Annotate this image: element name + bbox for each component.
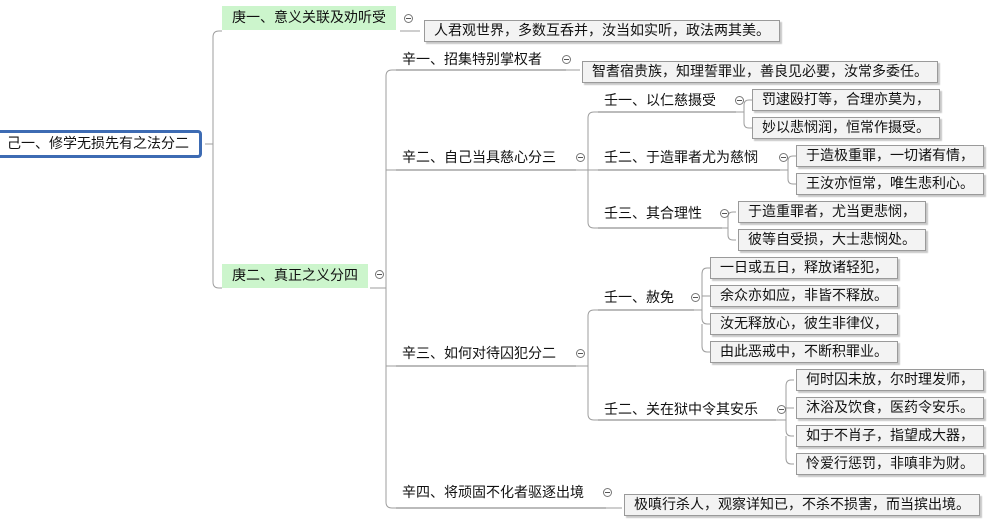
collapse-toggle-icon[interactable] — [779, 153, 788, 162]
leaf-text: 余众亦如应，非皆不释放。 — [710, 285, 898, 307]
leaf-text: 彼等自受损，大士悲悯处。 — [738, 229, 926, 251]
collapse-toggle-icon[interactable] — [777, 405, 786, 414]
collapse-toggle-icon[interactable] — [562, 55, 571, 64]
leaf-text: 于造极重罪，一切诸有情， — [796, 145, 984, 167]
collapse-toggle-icon[interactable] — [404, 14, 413, 23]
leaf-text: 汝无释放心，彼生非律仪， — [710, 313, 898, 335]
leaf-text: 罚逮殴打等，合理亦莫为， — [752, 89, 940, 111]
xin2-node[interactable]: 辛二、自己当具慈心分三 — [402, 150, 556, 166]
geng2-node[interactable]: 庚二、真正之义分四 — [222, 264, 368, 288]
xin1-node[interactable]: 辛一、招集特别掌权者 — [402, 52, 542, 68]
xin3-ren2-node[interactable]: 壬二、关在狱中令其安乐 — [604, 402, 758, 418]
leaf-text: 王汝亦恒常，唯生悲利心。 — [796, 173, 984, 195]
collapse-toggle-icon[interactable] — [603, 488, 612, 497]
xin1-text: 智耆宿贵族，知理誓罪业，善良见必要，汝常多委任。 — [582, 61, 938, 83]
leaf-text: 如于不肖子，指望成大器， — [796, 425, 984, 447]
leaf-text: 于造重罪者，尤当更悲悯， — [738, 201, 926, 223]
leaf-text: 一日或五日，释放诸轻犯， — [710, 257, 898, 279]
root-node[interactable]: 己一、修学无损先有之法分二 — [0, 130, 202, 158]
geng1-node[interactable]: 庚一、意义关联及劝听受 — [222, 6, 396, 30]
collapse-toggle-icon[interactable] — [576, 153, 585, 162]
leaf-text: 怜爱行惩罚，非嗔非为财。 — [796, 453, 984, 475]
leaf-text: 由此恶戒中，不断积罪业。 — [710, 341, 898, 363]
xin4-node[interactable]: 辛四、将顽固不化者驱逐出境 — [402, 485, 584, 501]
collapse-toggle-icon[interactable] — [576, 349, 585, 358]
leaf-text: 妙以悲悯润，恒常作摄受。 — [752, 117, 940, 139]
geng1-text: 人君观世界，多数互呑并，汝当如实听，政法两其美。 — [424, 20, 780, 42]
collapse-toggle-icon[interactable] — [375, 270, 384, 279]
collapse-toggle-icon[interactable] — [735, 96, 744, 105]
collapse-toggle-icon[interactable] — [691, 293, 700, 302]
xin3-node[interactable]: 辛三、如何对待囚犯分二 — [402, 346, 556, 362]
leaf-text: 沐浴及饮食，医药令安乐。 — [796, 397, 984, 419]
leaf-text: 何时囚未放，尔时理发师， — [796, 369, 984, 391]
xin2-ren2-node[interactable]: 壬二、于造罪者尤为慈悯 — [604, 150, 758, 166]
xin3-ren1-node[interactable]: 壬一、赦免 — [604, 290, 674, 306]
collapse-toggle-icon[interactable] — [720, 209, 729, 218]
xin2-ren3-node[interactable]: 壬三、其合理性 — [604, 206, 702, 222]
xin4-text: 极嗔行杀人，观察详知已，不杀不损害，而当摈出境。 — [624, 494, 980, 516]
xin2-ren1-node[interactable]: 壬一、以仁慈摄受 — [604, 93, 716, 109]
